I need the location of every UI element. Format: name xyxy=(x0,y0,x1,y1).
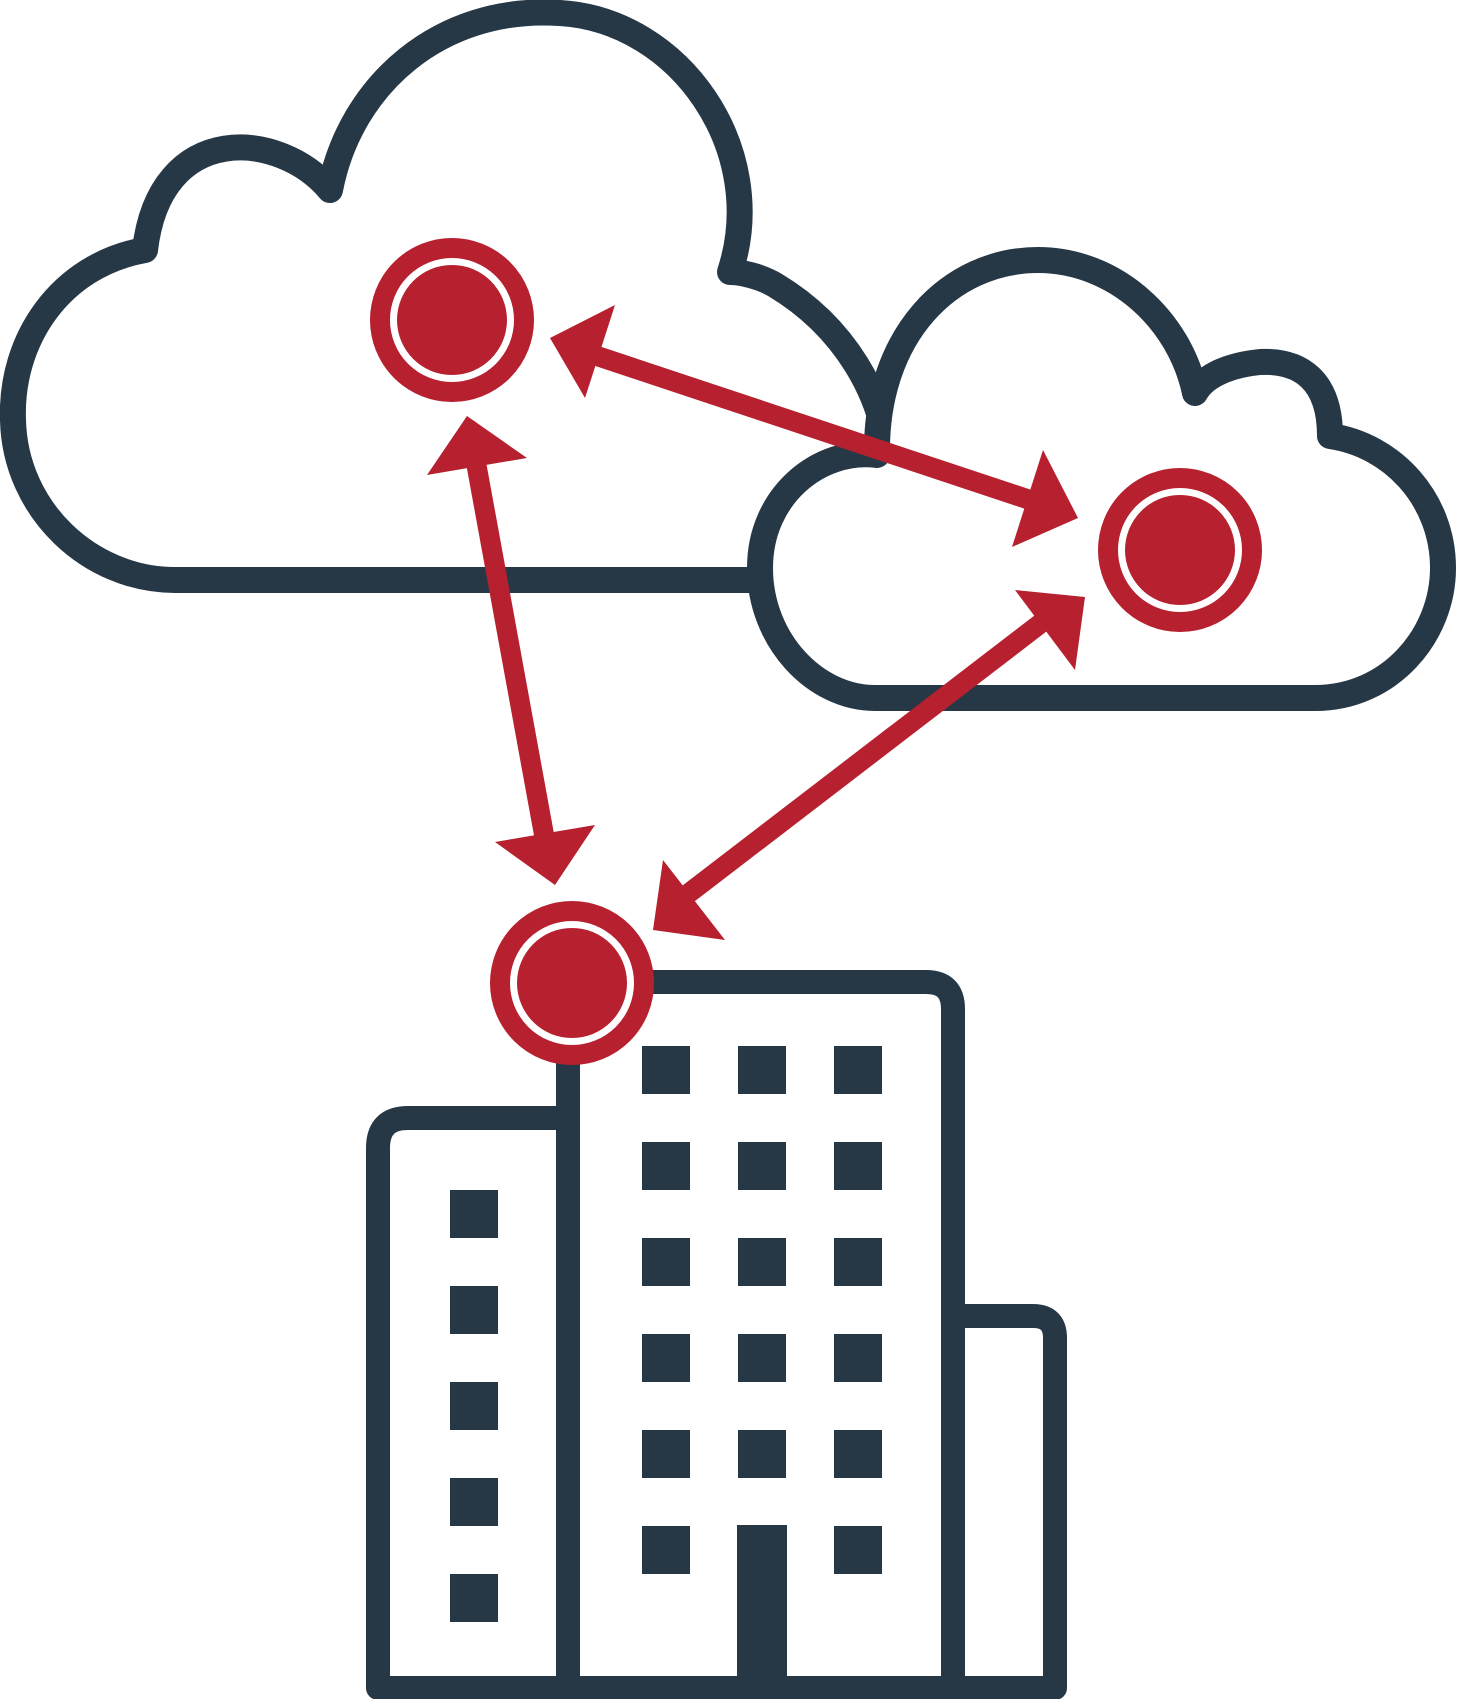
arrowhead xyxy=(495,825,595,885)
node-icon xyxy=(397,265,507,375)
building-window xyxy=(450,1478,498,1526)
building-window xyxy=(834,1334,882,1382)
building-window xyxy=(834,1526,882,1574)
arrowhead xyxy=(653,860,725,940)
building-door xyxy=(737,1525,787,1695)
node-icon xyxy=(1125,495,1235,605)
building-window xyxy=(450,1286,498,1334)
building-window xyxy=(834,1142,882,1190)
building-window xyxy=(642,1238,690,1286)
building-window xyxy=(738,1142,786,1190)
building-window xyxy=(450,1574,498,1622)
arrowhead xyxy=(1015,590,1085,670)
cloud-b-outline xyxy=(747,247,1456,711)
building-window xyxy=(834,1430,882,1478)
double-arrow-icon xyxy=(653,590,1085,940)
node-icon xyxy=(517,928,627,1038)
building-window xyxy=(738,1046,786,1094)
building-window xyxy=(642,1334,690,1382)
building-windows xyxy=(450,1046,882,1622)
cloud-b-node xyxy=(1098,468,1262,632)
building-window xyxy=(642,1142,690,1190)
double-arrow-icon xyxy=(427,416,595,885)
building-window xyxy=(834,1046,882,1094)
cloud-a-node xyxy=(370,238,534,402)
cloud-b-icon xyxy=(747,247,1456,711)
building-window xyxy=(738,1430,786,1478)
arrowhead xyxy=(427,416,527,475)
building-window xyxy=(642,1430,690,1478)
building-right-wing xyxy=(941,1304,1067,1699)
building-window xyxy=(642,1526,690,1574)
building-window xyxy=(642,1046,690,1094)
arrowhead xyxy=(550,305,615,398)
arrowhead xyxy=(1012,450,1078,547)
building-window xyxy=(738,1334,786,1382)
building-window xyxy=(738,1238,786,1286)
building-window xyxy=(450,1382,498,1430)
building-window xyxy=(450,1190,498,1238)
connections xyxy=(427,305,1085,940)
double-arrow-icon xyxy=(550,305,1078,547)
datacenter-node xyxy=(490,901,654,1065)
building-window xyxy=(834,1238,882,1286)
